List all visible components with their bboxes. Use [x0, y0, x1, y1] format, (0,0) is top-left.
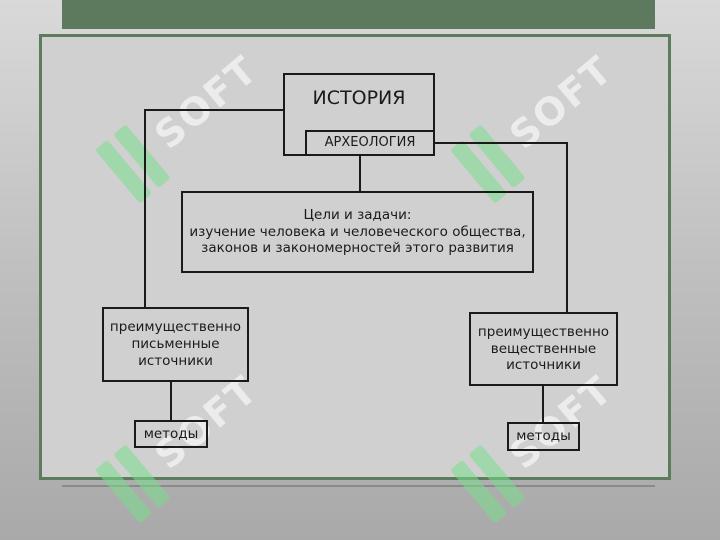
- bottom-divider: [62, 485, 655, 487]
- material-sources-box: преимущественно вещественные источники: [469, 312, 618, 386]
- written-sources-box: преимущественно письменные источники: [102, 307, 249, 382]
- goals-box: Цели и задачи: изучение человека и челов…: [181, 191, 534, 273]
- material-sources-label: преимущественно вещественные источники: [477, 323, 610, 374]
- top-band: [62, 0, 655, 29]
- written-sources-label: преимущественно письменные источники: [109, 319, 242, 369]
- connector-archaeology-to-material: [435, 142, 568, 312]
- archaeology-box: АРХЕОЛОГИЯ: [305, 130, 435, 156]
- methods-left-label: методы: [143, 425, 199, 442]
- history-label: ИСТОРИЯ: [312, 87, 406, 109]
- methods-left-box: методы: [134, 420, 208, 448]
- archaeology-label: АРХЕОЛОГИЯ: [324, 134, 416, 150]
- connector-history-to-written: [144, 109, 283, 307]
- goals-label: Цели и задачи: изучение человека и челов…: [189, 206, 526, 257]
- methods-right-label: методы: [516, 428, 571, 445]
- methods-right-box: методы: [507, 422, 580, 451]
